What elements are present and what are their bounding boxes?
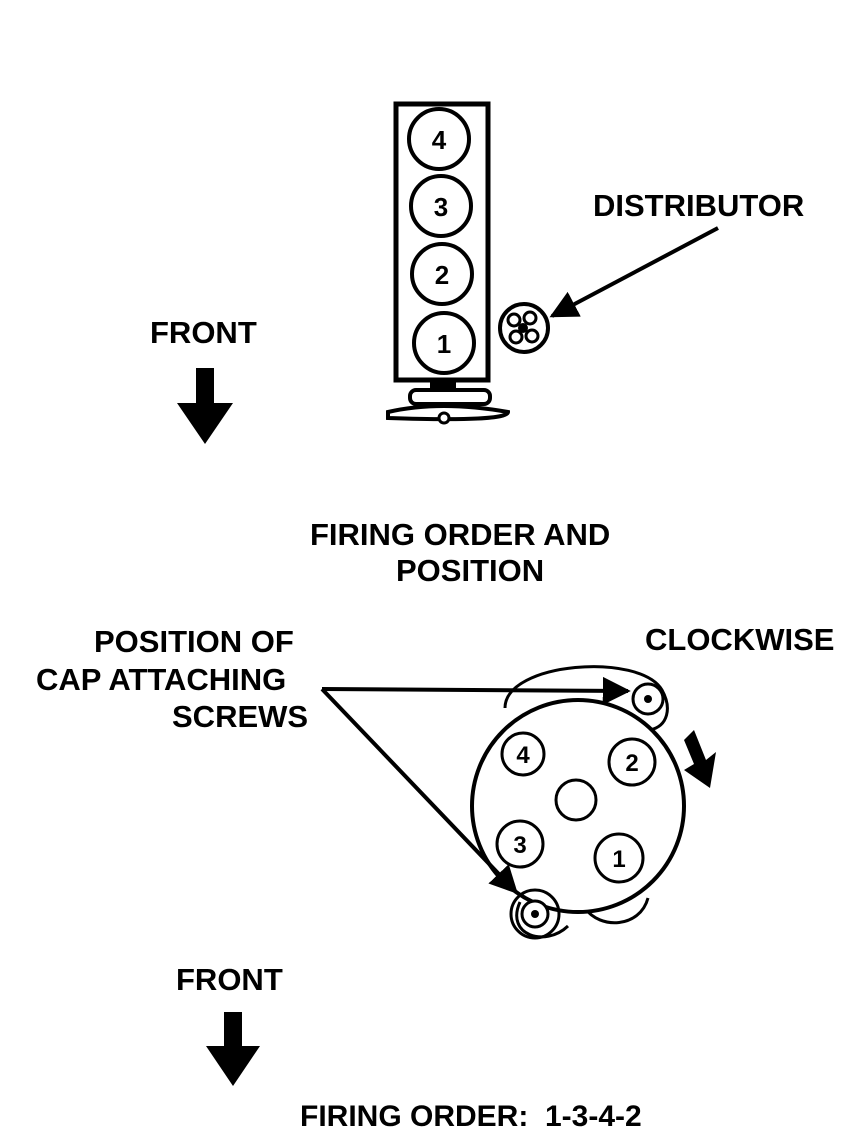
screws-label-line3: SCREWS <box>172 699 308 734</box>
crank-pulley-fan <box>386 381 511 425</box>
cap-terminal-3: 3 <box>495 819 545 869</box>
cap-screw-bottom <box>509 888 561 940</box>
clockwise-arrow <box>684 730 716 788</box>
cap-terminal-2: 2 <box>607 737 657 787</box>
cap-center-terminal <box>554 778 598 822</box>
cap-screw-top <box>631 682 665 716</box>
cylinder-1: 1 <box>412 311 476 375</box>
cylinder-2-label: 2 <box>435 260 449 290</box>
cylinder-1-label: 1 <box>437 329 451 359</box>
screws-label-line2: CAP ATTACHING <box>36 662 286 697</box>
cap-terminal-1-label: 1 <box>612 846 625 873</box>
cylinder-2: 2 <box>410 242 474 306</box>
screws-label-line1: POSITION OF <box>94 624 294 659</box>
distributor-small <box>498 302 550 354</box>
front-arrow-top <box>177 368 233 444</box>
front-label-top: FRONT <box>150 315 257 350</box>
section-title-line1: FIRING ORDER AND <box>310 517 610 552</box>
screw-pointer-arrow-top <box>321 676 631 705</box>
cylinder-3: 3 <box>409 174 473 238</box>
cap-terminal-2-label: 2 <box>625 750 638 777</box>
cap-terminal-4-label: 4 <box>516 742 530 769</box>
distributor-cap: 4 2 3 1 <box>470 665 686 940</box>
cylinder-4: 4 <box>407 107 471 171</box>
front-label-bottom: FRONT <box>176 962 283 997</box>
clockwise-label: CLOCKWISE <box>645 622 834 657</box>
cylinder-4-label: 4 <box>432 125 447 155</box>
section-title-line2: POSITION <box>396 553 544 588</box>
screw-pointer-arrow-bottom <box>320 687 518 895</box>
cap-terminal-3-label: 3 <box>513 832 526 859</box>
engine-block: 4 3 2 1 <box>386 101 511 425</box>
front-arrow-bottom <box>206 1012 260 1086</box>
distributor-label: DISTRIBUTOR <box>593 188 804 223</box>
cap-terminal-4: 4 <box>500 731 546 777</box>
distributor-pointer-arrow <box>549 226 719 318</box>
cylinder-3-label: 3 <box>434 192 448 222</box>
firing-order-label: FIRING ORDER: 1-3-4-2 <box>300 1100 642 1133</box>
cap-terminal-1: 1 <box>593 832 645 884</box>
